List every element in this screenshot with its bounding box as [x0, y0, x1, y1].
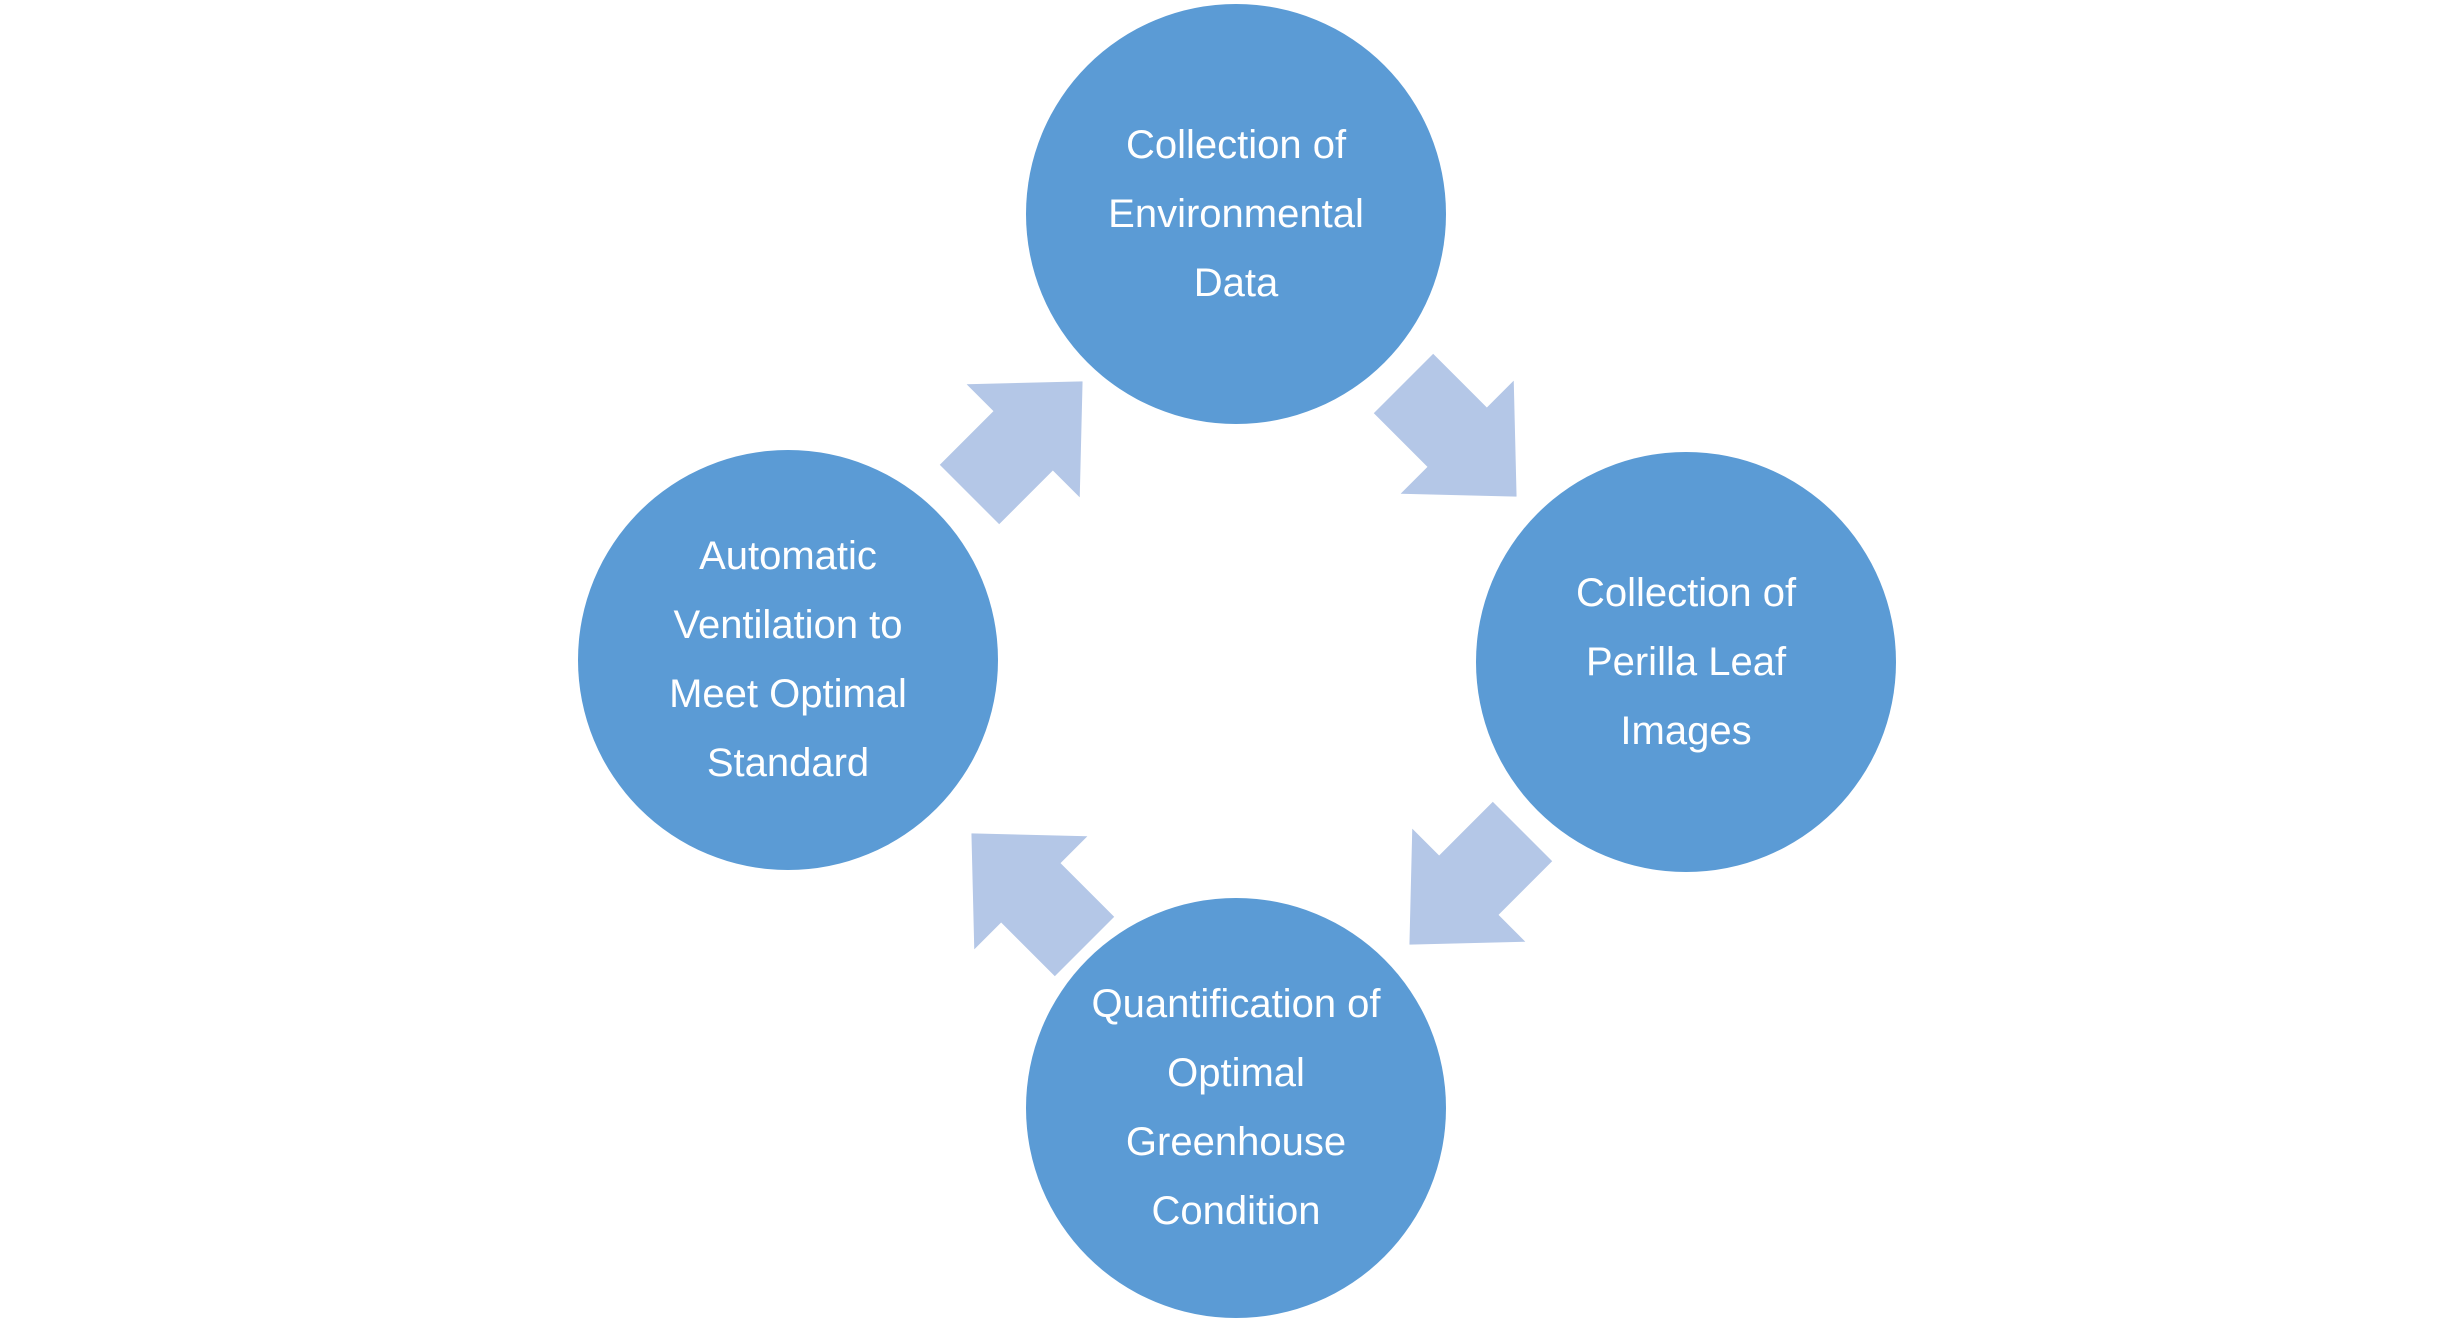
arrow-icon — [939, 381, 1083, 525]
arrow-icon — [1409, 801, 1553, 945]
arrow-images-to-quantification — [1353, 775, 1579, 1001]
arrow-ventilation-to-environmental — [913, 325, 1139, 551]
arrow-icon — [971, 833, 1115, 977]
arrow-quantification-to-ventilation — [915, 777, 1141, 1003]
node-quantification-optimal-condition: Quantification of Optimal Greenhouse Con… — [1026, 898, 1446, 1318]
node-collection-environmental-data: Collection of Environmental Data — [1026, 4, 1446, 424]
node-automatic-ventilation: Automatic Ventilation to Meet Optimal St… — [578, 450, 998, 870]
node-label: Collection of Perilla Leaf Images — [1575, 570, 1797, 753]
arrow-environmental-to-images — [1347, 327, 1573, 553]
node-label: Quantification of Optimal Greenhouse Con… — [1091, 982, 1381, 1233]
node-label: Automatic Ventilation to Meet Optimal St… — [669, 534, 907, 785]
arrow-icon — [1373, 353, 1517, 497]
node-collection-perilla-leaf-images: Collection of Perilla Leaf Images — [1476, 452, 1896, 872]
node-label: Collection of Environmental Data — [1108, 122, 1364, 305]
